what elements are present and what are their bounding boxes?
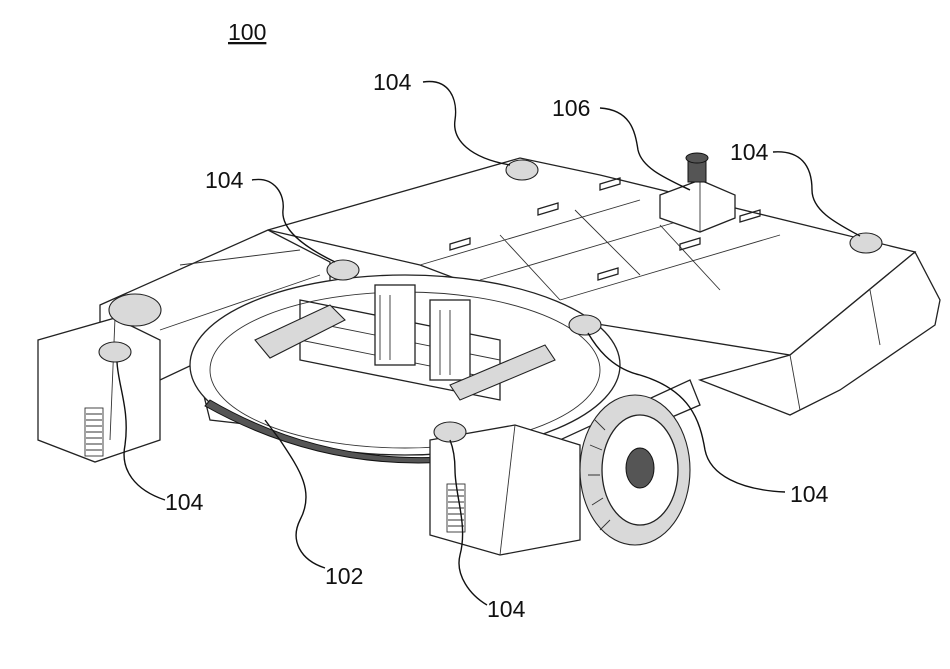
figure-number: 100 xyxy=(228,19,266,45)
left-bumper xyxy=(38,318,160,462)
front-wheel xyxy=(580,395,690,545)
sensor-dome-bottom xyxy=(434,422,466,442)
label-sensor-left-upper: 104 xyxy=(205,167,244,193)
label-sensor-bottom: 104 xyxy=(487,596,526,622)
label-sensor-left-lower: 104 xyxy=(165,489,204,515)
sensor-dome-left-upper xyxy=(327,260,359,280)
sensor-dome-top-right xyxy=(850,233,882,253)
sensor-dome-top xyxy=(506,160,538,180)
label-sensor-top: 104 xyxy=(373,69,412,95)
controller-module xyxy=(660,153,735,232)
label-sensor-right-lower: 104 xyxy=(790,481,829,507)
label-controller: 106 xyxy=(552,95,590,121)
label-sensor-top-right: 104 xyxy=(730,139,769,165)
sensor-dome-left-lower xyxy=(99,342,131,362)
sensor-dome-right-lower xyxy=(569,315,601,335)
left-wheel xyxy=(109,294,161,326)
label-turntable: 102 xyxy=(325,563,363,589)
